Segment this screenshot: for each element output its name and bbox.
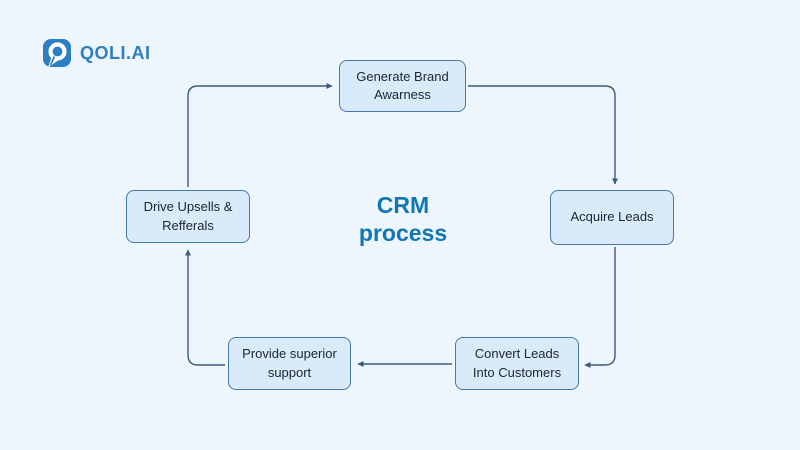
qoli-logo-icon [42, 38, 73, 69]
diagram-title: CRM process [358, 192, 448, 246]
node-acquire-leads: Acquire Leads [550, 190, 674, 245]
arrow-drive-to-generate [187, 83, 333, 187]
logo-text: QOLI.AI [80, 43, 151, 63]
node-drive-upsells-referrals: Drive Upsells & Refferals [126, 190, 250, 243]
arrow-provide-to-drive [185, 249, 225, 366]
node-generate-brand-awareness: Generate Brand Awarness [339, 60, 466, 112]
node-convert-leads-into-customers: Convert Leads Into Customers [455, 337, 579, 390]
arrow-acquire-to-convert [584, 247, 616, 368]
logo: QOLI.AI [42, 38, 151, 69]
node-provide-superior-support: Provide superior support [228, 337, 351, 390]
arrow-generate-to-acquire [468, 85, 618, 185]
